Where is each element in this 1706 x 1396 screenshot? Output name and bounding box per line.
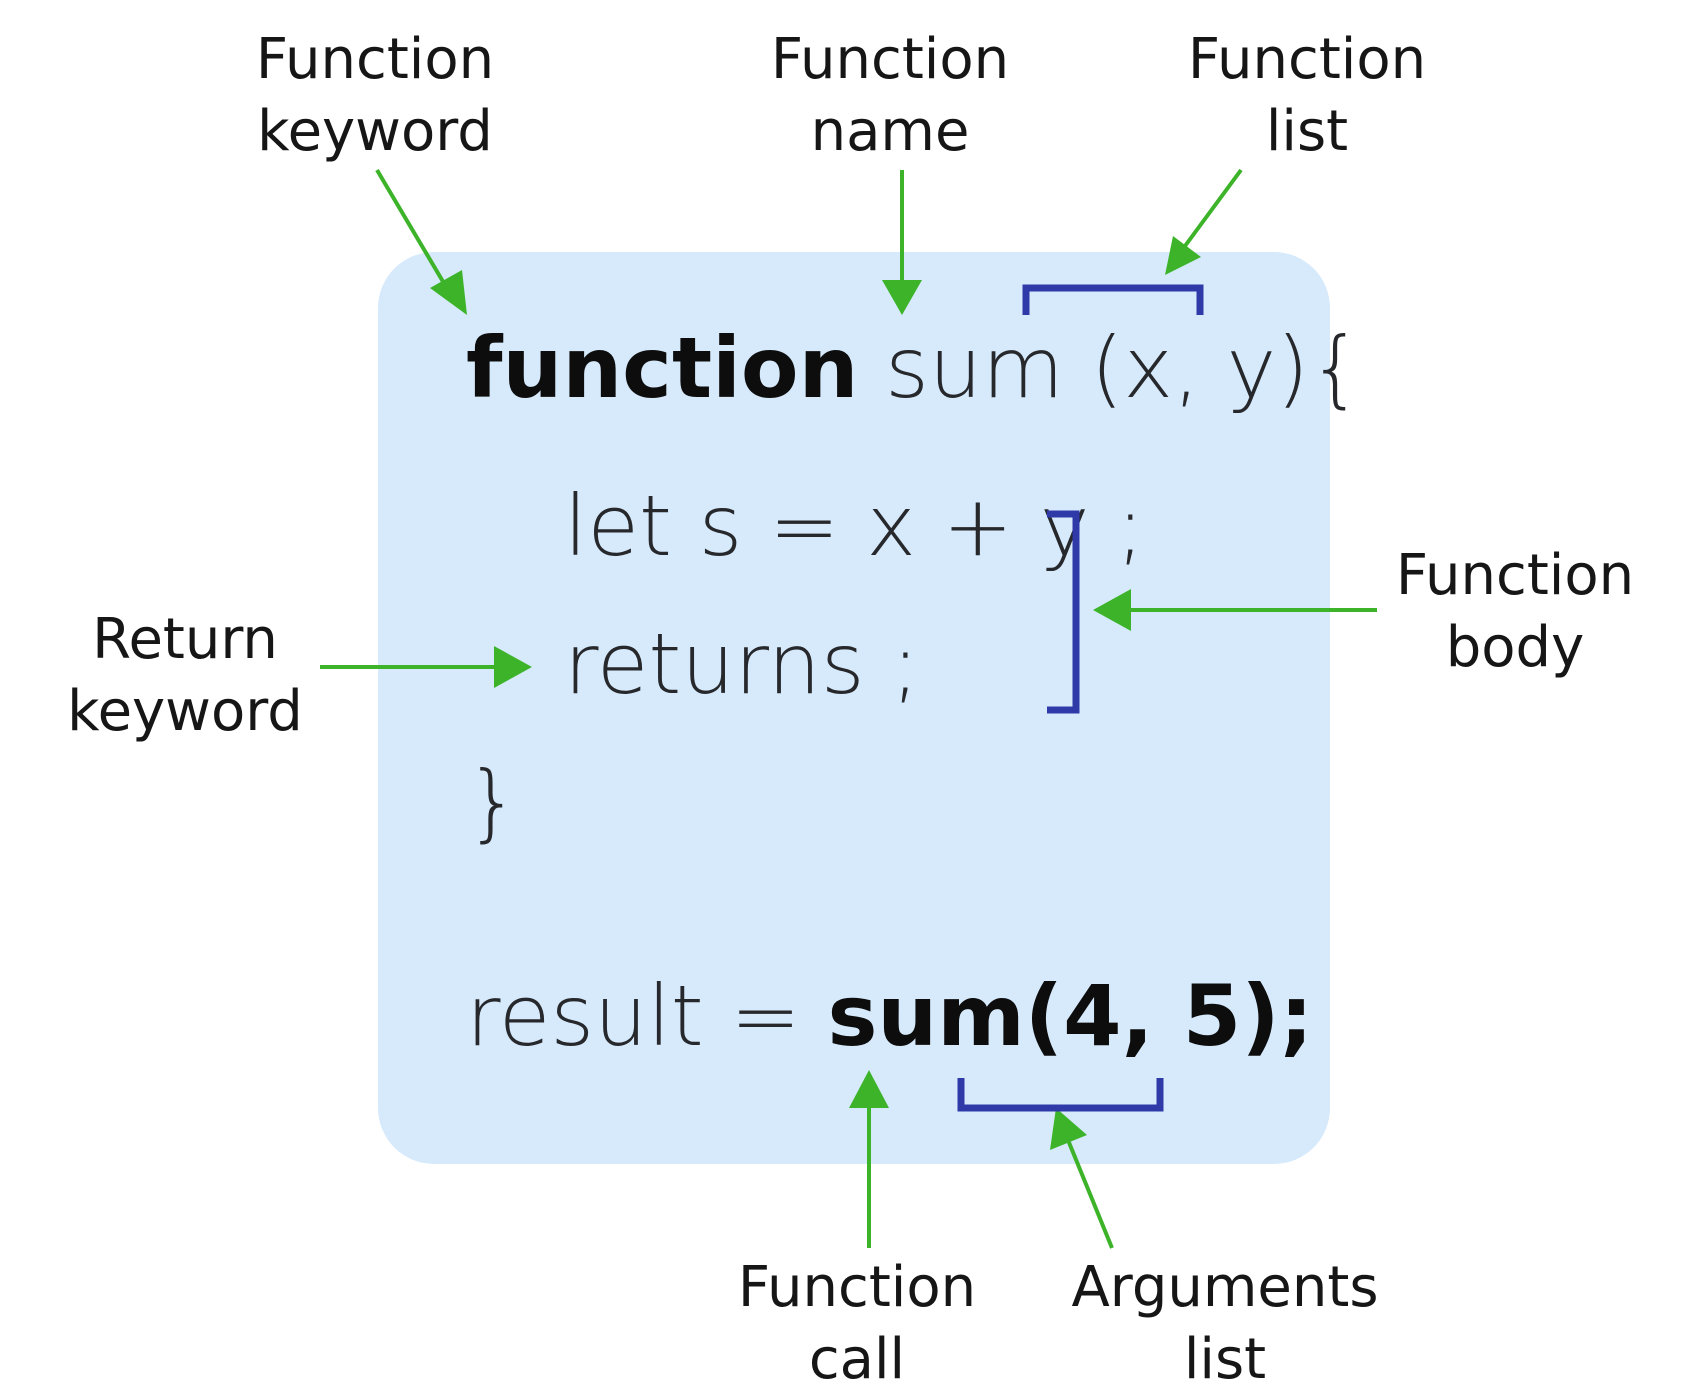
- label-function-list-line2: list: [1265, 99, 1349, 164]
- code-line-function-declaration: function sum (x, y){: [466, 318, 1362, 418]
- code-line-close-brace: }: [466, 753, 520, 851]
- arrow-function-call-head: [849, 1070, 889, 1108]
- label-arguments-list: Arguments list: [1060, 1252, 1390, 1396]
- label-return-keyword: Return keyword: [50, 604, 320, 748]
- label-function-keyword-line1: Function: [255, 27, 495, 92]
- label-function-call-line1: Function: [737, 1255, 977, 1320]
- arrow-function-list-shaft: [1183, 168, 1243, 248]
- bracket-function-body: [1047, 510, 1080, 714]
- label-arguments-list-line1: Arguments: [1071, 1255, 1379, 1320]
- arrow-return-keyword-head: [494, 646, 532, 688]
- bracket-parameter-list: [1022, 284, 1204, 315]
- result-assign-text: result =: [466, 967, 828, 1065]
- label-function-list-line1: Function: [1187, 27, 1427, 92]
- label-return-keyword-line1: Return: [92, 607, 278, 672]
- arrow-function-keyword-shaft: [375, 168, 447, 287]
- arrow-function-list-head: [1165, 236, 1201, 275]
- arrow-arguments-list-head: [1050, 1108, 1087, 1150]
- label-function-body-line2: body: [1445, 615, 1585, 680]
- arrow-function-name-head: [882, 280, 922, 315]
- function-keyword-text: function: [466, 319, 859, 417]
- code-line-return: returns ;: [564, 615, 920, 713]
- arrow-arguments-list-shaft: [1066, 1139, 1114, 1249]
- code-panel: [378, 252, 1330, 1164]
- label-arguments-list-line2: list: [1183, 1327, 1267, 1392]
- label-function-list: Function list: [1172, 24, 1442, 168]
- arrow-function-body-head: [1093, 589, 1131, 631]
- code-line-result: result = sum(4, 5);: [466, 966, 1313, 1066]
- label-function-body: Function body: [1380, 540, 1650, 684]
- function-call-text: sum(4, 5);: [827, 967, 1314, 1065]
- label-function-body-line1: Function: [1395, 543, 1635, 608]
- function-signature-text: sum (x, y){: [858, 319, 1363, 417]
- label-function-call: Function call: [722, 1252, 992, 1396]
- bracket-arguments-list: [957, 1078, 1164, 1112]
- label-function-call-line2: call: [808, 1327, 906, 1392]
- label-function-name: Function name: [755, 24, 1025, 168]
- label-function-keyword: Function keyword: [240, 24, 510, 168]
- arrow-function-keyword-head: [430, 270, 467, 315]
- label-function-name-line1: Function: [770, 27, 1010, 92]
- label-function-name-line2: name: [810, 99, 970, 164]
- label-function-keyword-line2: keyword: [257, 99, 493, 164]
- code-line-let: let s = x + y ;: [564, 477, 1145, 575]
- label-return-keyword-line2: keyword: [67, 679, 303, 744]
